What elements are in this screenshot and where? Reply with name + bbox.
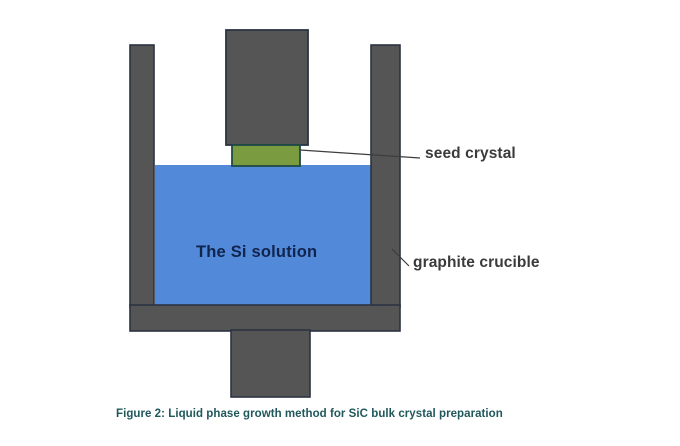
leader-seed-crystal <box>299 149 421 159</box>
seed-holder-rod <box>225 29 309 146</box>
crucible-right-wall <box>370 44 401 308</box>
figure-caption: Figure 2: Liquid phase growth method for… <box>116 408 503 420</box>
label-graphite-crucible: graphite crucible <box>413 254 540 271</box>
label-si-solution: The Si solution <box>196 243 318 261</box>
crucible-bottom <box>129 304 401 332</box>
support-stem <box>230 329 311 398</box>
leader-graphite-crucible <box>391 248 410 267</box>
crucible-left-wall <box>129 44 155 308</box>
seed-crystal <box>231 144 301 167</box>
si-solution-body <box>155 165 372 305</box>
label-seed-crystal: seed crystal <box>425 145 516 162</box>
